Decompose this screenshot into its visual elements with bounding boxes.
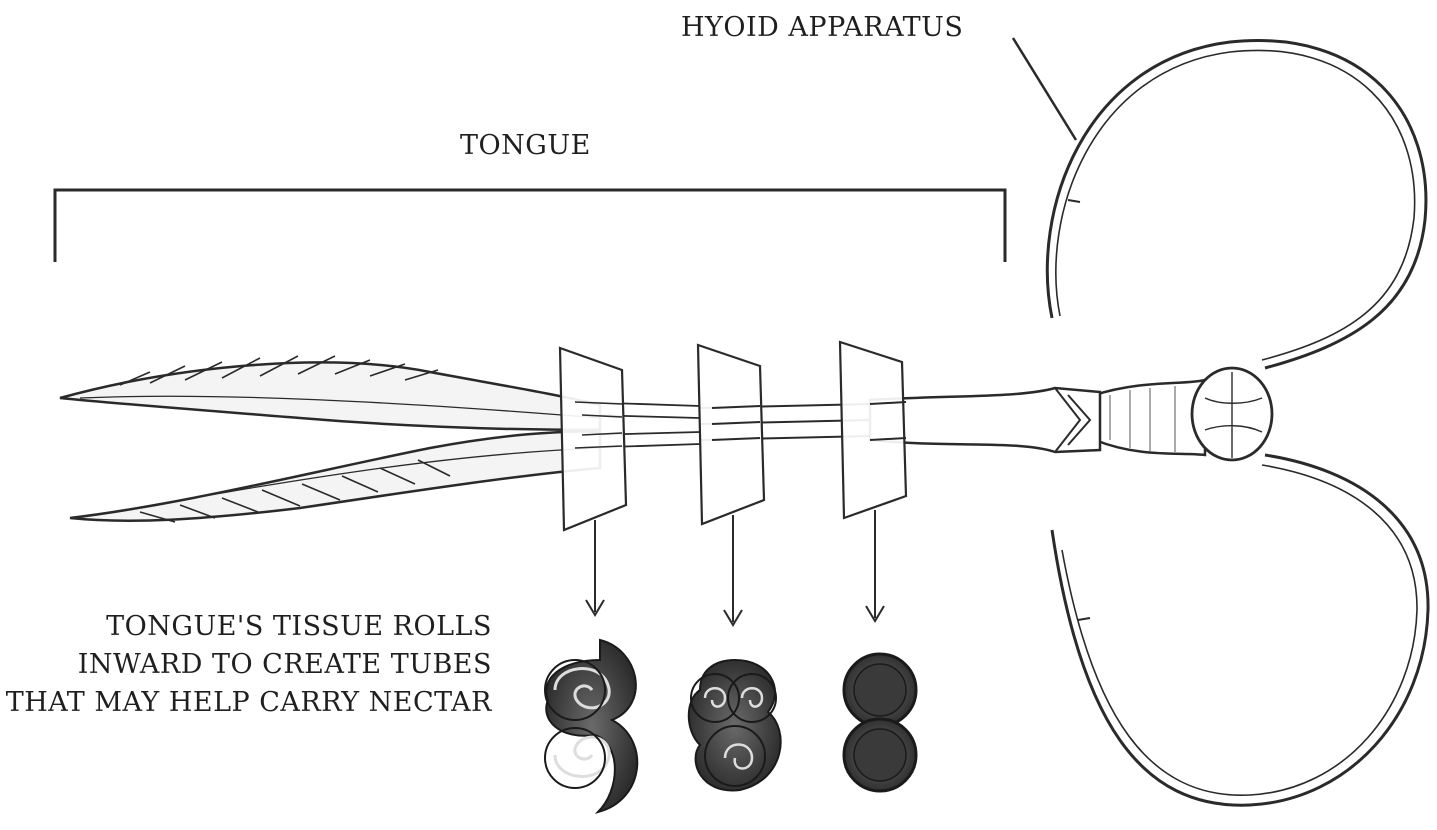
cross-section-2: [689, 660, 781, 790]
cross-section-3: [844, 654, 916, 791]
tissue-rolls-caption-line-3: THAT MAY HELP CARRY NECTAR: [6, 684, 492, 722]
hyoid-upper-horn: [1047, 41, 1426, 368]
section-arrow-1: [586, 520, 604, 615]
tongue-bracket: [55, 190, 1005, 262]
tongue-tip-lower: [70, 432, 600, 522]
section-arrow-3: [866, 510, 884, 621]
section-plane-1: [560, 348, 626, 530]
tissue-rolls-caption-line-2: INWARD TO CREATE TUBES: [6, 646, 492, 684]
cross-section-1: [545, 640, 637, 812]
tissue-rolls-caption-line-1: TONGUE'S TISSUE ROLLS: [6, 608, 492, 646]
tissue-rolls-caption: TONGUE'S TISSUE ROLLS INWARD TO CREATE T…: [6, 608, 492, 722]
section-plane-3: [840, 342, 906, 518]
hyoid-lower-horn: [1052, 455, 1428, 805]
section-plane-2: [698, 345, 764, 524]
tongue-tip-upper: [60, 356, 600, 430]
section-arrow-2: [724, 515, 742, 625]
hyoid-apparatus-label: HYOID APPARATUS: [681, 14, 963, 41]
tongue-label: TONGUE: [460, 132, 591, 159]
hyoid-leader-line: [1013, 38, 1076, 140]
hyoid-body: [1095, 368, 1272, 460]
tongue-shaft: [580, 388, 1100, 452]
